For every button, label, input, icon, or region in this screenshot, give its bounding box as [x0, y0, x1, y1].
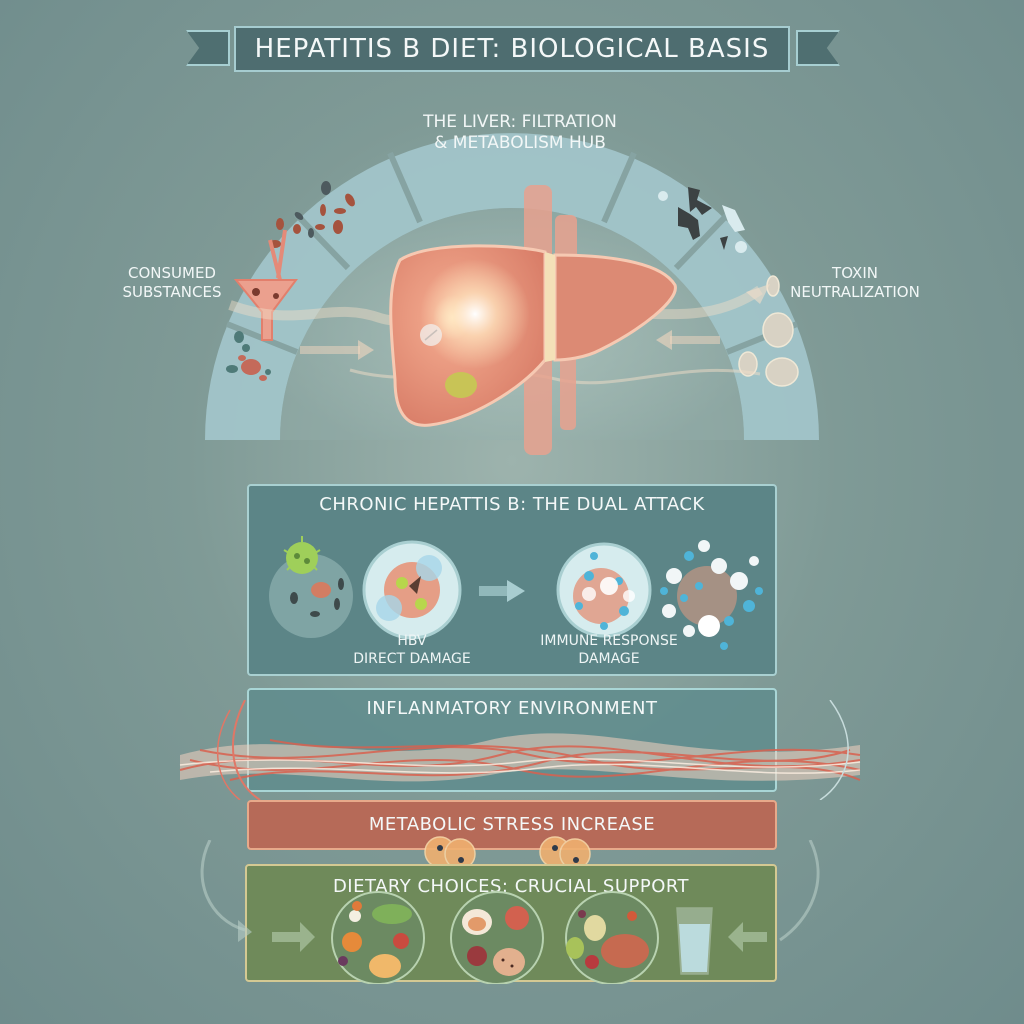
page-title-banner: HEPATITIS B DIET: BIOLOGICAL BASIS [234, 26, 790, 72]
dual-attack-panel: CHRONIC HEPATTIS B: THE DUAL ATTACK [247, 484, 777, 676]
stressed-cells-icon [424, 836, 591, 870]
consumed-substances-label: CONSUMED SUBSTANCES [122, 264, 222, 301]
toxin-neutralization-label: TOXIN NEUTRALIZATION [790, 264, 920, 301]
immune-response-damage-caption: IMMUNE RESPONSE DAMAGE [540, 633, 678, 667]
inflammation-fibers-icon [179, 700, 861, 800]
dietary-title: DIETARY CHOICES: CRUCIAL SUPPORT [332, 876, 690, 897]
curved-arrow-right-icon [779, 840, 820, 942]
immune-cells-cluster-icon [660, 540, 763, 650]
virus-icon [283, 536, 321, 574]
water-glass-icon [676, 907, 713, 975]
immune-attack-icon [556, 542, 652, 638]
dual-attack-illustration [269, 536, 763, 650]
arrow-right-icon [272, 922, 315, 952]
particles-icon [269, 181, 355, 248]
dietary-illustration [272, 891, 767, 984]
funnel-icon [226, 229, 298, 381]
dietary-choices-panel: DIETARY CHOICES: CRUCIAL SUPPORT [245, 864, 777, 984]
curved-arrow-left-icon [200, 840, 252, 942]
toxin-fragments-icon [658, 187, 747, 253]
metabolic-stress-panel: METABOLIC STRESS INCREASE [247, 800, 777, 850]
pill-icon [420, 324, 442, 346]
liver-arc-diagram [205, 133, 819, 455]
hbv-direct-damage-caption: HBV DIRECT DAMAGE [353, 633, 471, 667]
liver-section-title: THE LIVER: FILTRATION & METABOLISM HUB [423, 112, 617, 153]
gallbladder-icon [445, 372, 477, 398]
dual-attack-title: CHRONIC HEPATTIS B: THE DUAL ATTACK [319, 494, 705, 515]
page-title: HEPATITIS B DIET: BIOLOGICAL BASIS [254, 34, 770, 64]
mixed-plate-icon [450, 891, 544, 984]
neutralized-clumps-icon [738, 275, 799, 387]
arrow-left-icon [728, 922, 767, 952]
inflammatory-title: INFLANMATORY ENVIRONMENT [366, 698, 658, 719]
infected-cell-icon [269, 554, 353, 638]
metabolic-title: METABOLIC STRESS INCREASE [368, 814, 656, 835]
arrow-right-icon [479, 580, 525, 602]
protein-plate-icon [565, 891, 659, 984]
fruit-plate-icon [331, 891, 425, 984]
